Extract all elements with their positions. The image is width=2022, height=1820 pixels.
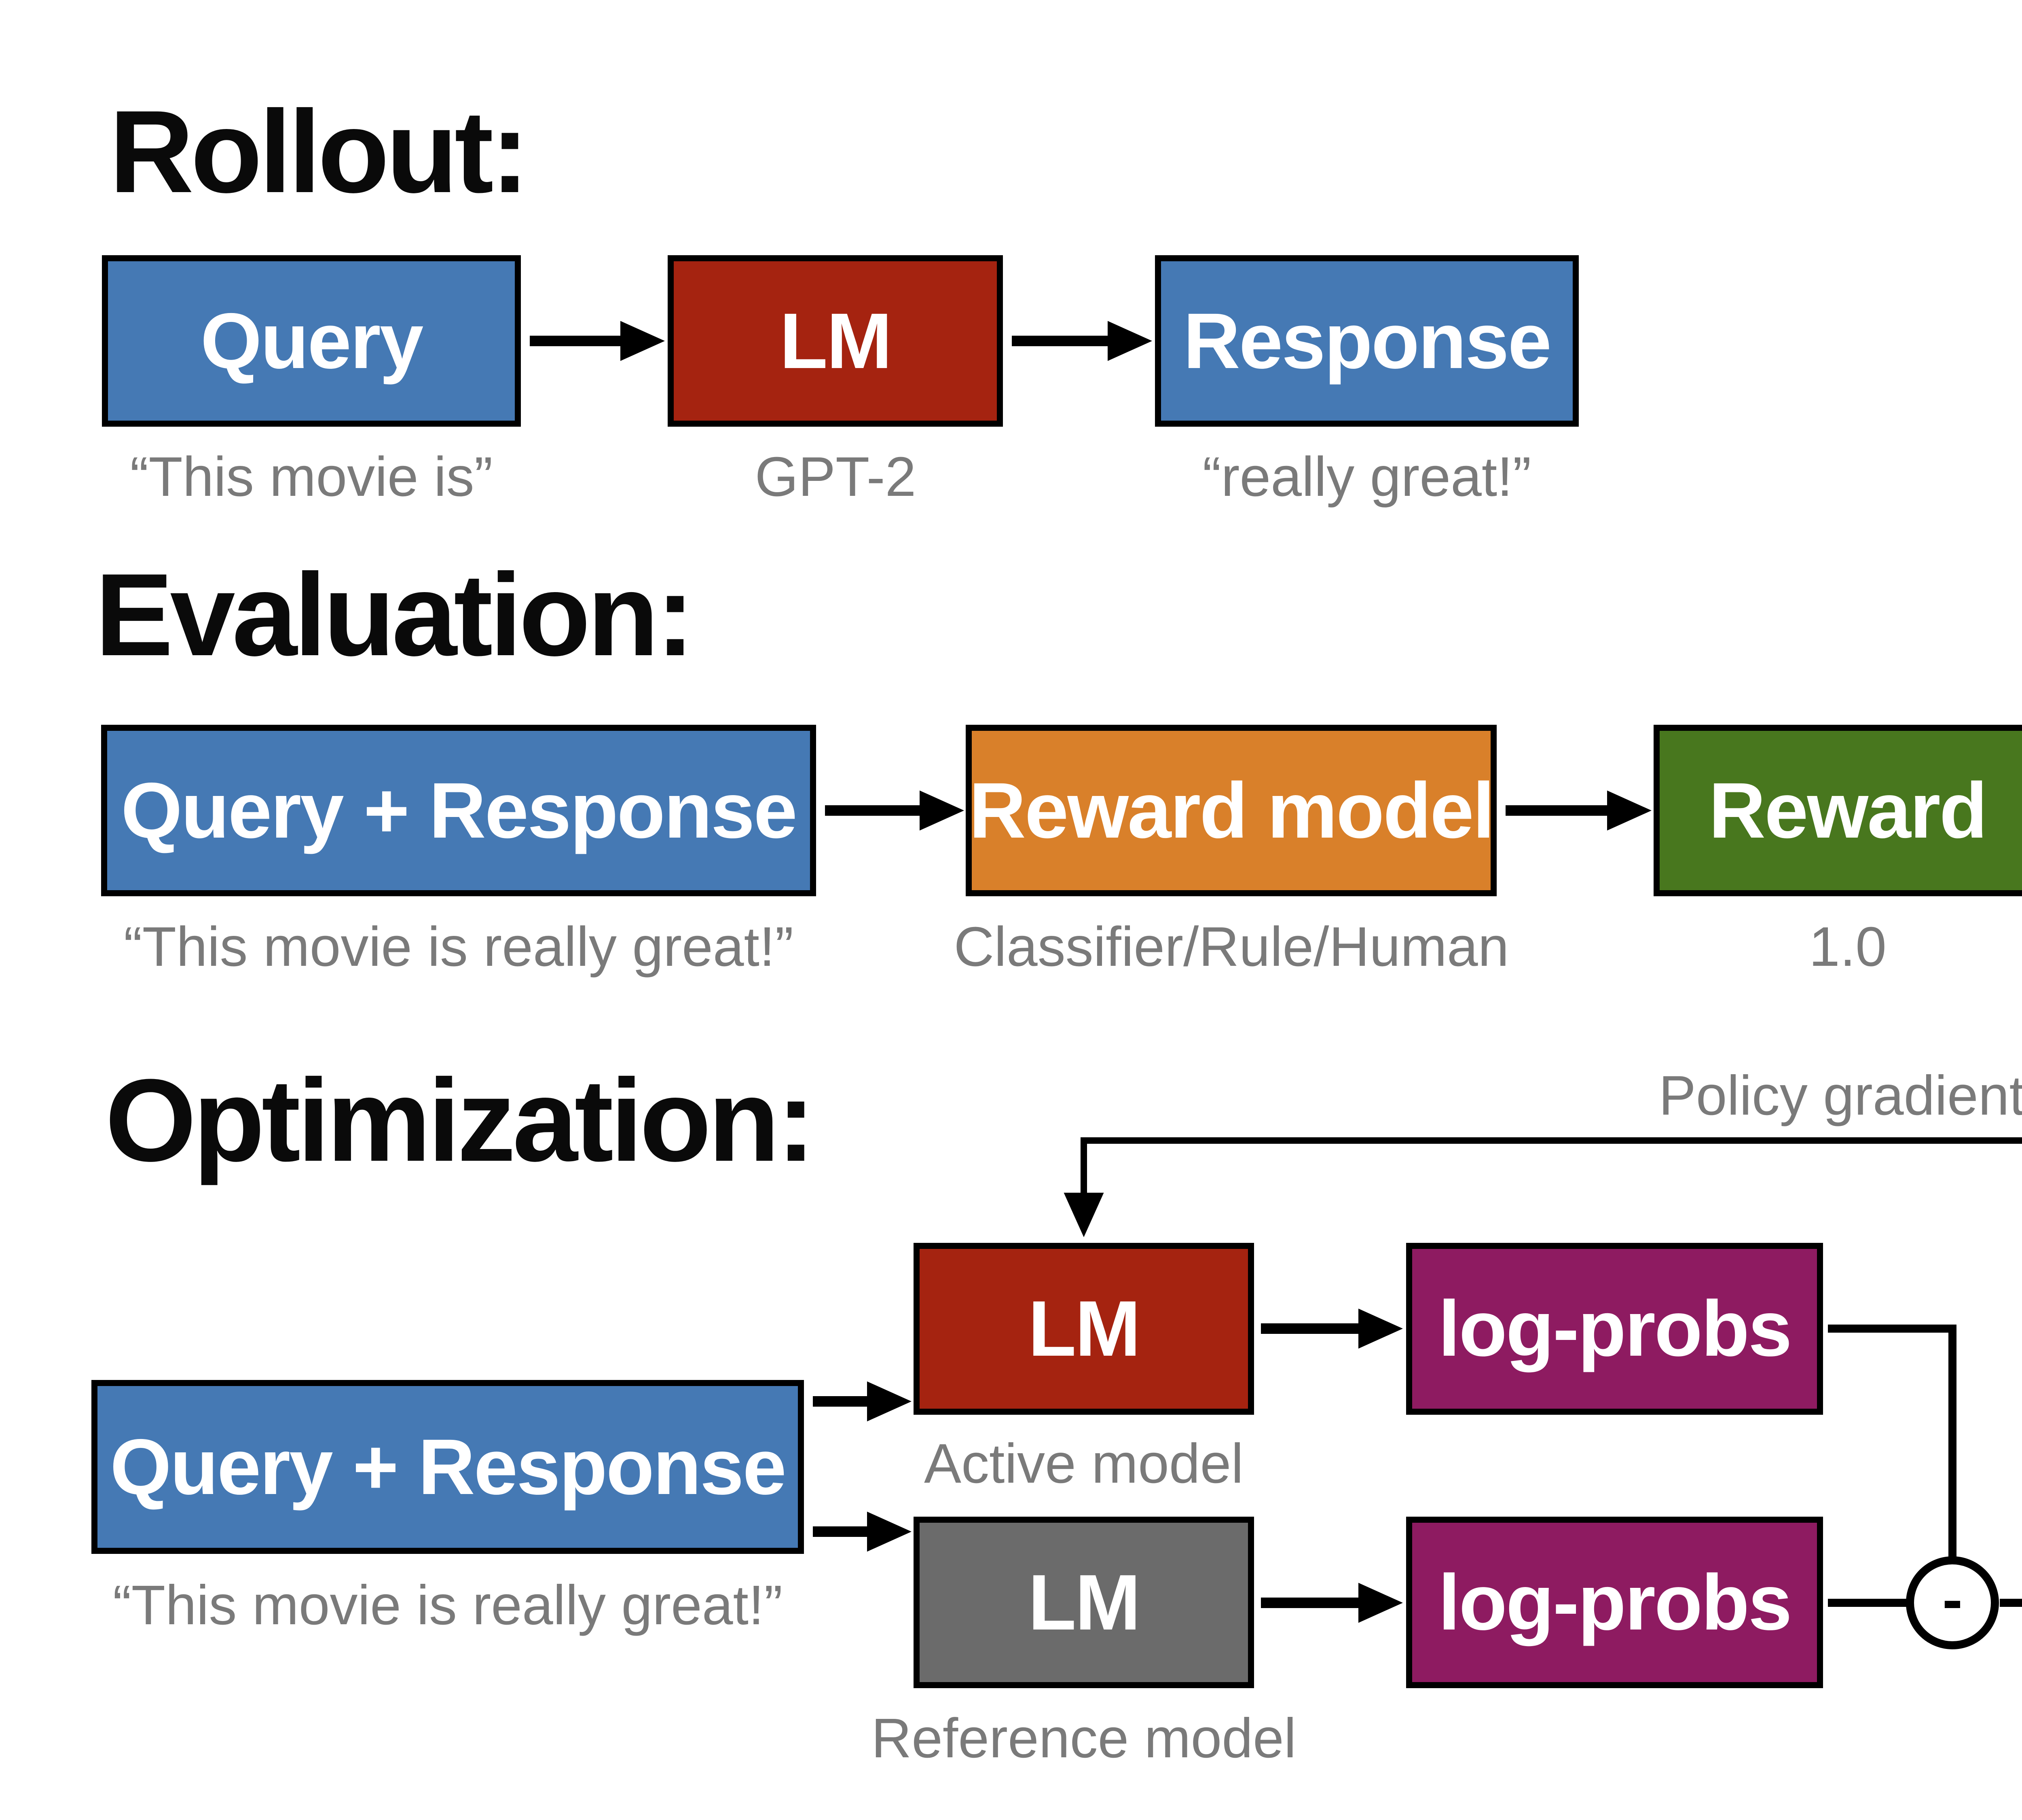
optimization-heading: Optimization: <box>105 1055 816 1186</box>
lm-caption: GPT-2 <box>755 446 916 508</box>
query-response-caption: “This movie is really great!” <box>123 916 794 978</box>
policy-gradients-label: Policy gradients optimize model <box>1658 1064 2022 1127</box>
response-box-label: Response <box>1183 296 1552 385</box>
feedback-arrow-ppo-to-active-lm <box>1064 1137 2022 1237</box>
reference-lm-box: LM <box>914 1517 1254 1688</box>
query-caption: “This movie is” <box>130 446 493 508</box>
opt-query-response-caption: “This movie is really great!” <box>112 1574 783 1636</box>
active-lm-caption: Active model <box>924 1433 1244 1495</box>
opt-query-response-box: Query + Response <box>91 1380 804 1554</box>
reference-lm-caption: Reference model <box>871 1707 1297 1769</box>
query-box-label: Query <box>200 296 424 385</box>
lm-box: LM <box>668 255 1003 427</box>
minus-operator-node: - <box>1906 1556 1999 1649</box>
reference-logprobs-box-label: log-probs <box>1438 1558 1792 1646</box>
active-logprobs-box: log-probs <box>1406 1243 1823 1415</box>
reward-model-caption: Classifier/Rule/Human <box>954 916 1509 978</box>
response-caption: “really great!” <box>1202 446 1531 508</box>
response-box: Response <box>1155 255 1579 427</box>
lm-box-label: LM <box>779 296 893 385</box>
reward-model-box: Reward model <box>966 725 1497 896</box>
query-box: Query <box>102 255 521 427</box>
reference-lm-box-label: LM <box>1028 1558 1141 1646</box>
minus-operator-glyph: - <box>1942 1565 1963 1633</box>
active-lm-box-label: LM <box>1028 1285 1141 1373</box>
line-active-logprobs-to-minus <box>1828 1325 1956 1561</box>
reward-value-caption: 1.0 <box>1809 916 1887 978</box>
reward-model-box-label: Reward model <box>969 766 1495 855</box>
reward-box: Reward <box>1654 725 2022 896</box>
query-response-box-label: Query + Response <box>121 766 797 855</box>
opt-query-response-box-label: Query + Response <box>110 1422 787 1511</box>
query-response-box: Query + Response <box>101 725 816 896</box>
active-lm-box: LM <box>914 1243 1254 1415</box>
reward-box-label: Reward <box>1709 766 1987 855</box>
evaluation-heading: Evaluation: <box>95 549 695 680</box>
reference-logprobs-box: log-probs <box>1406 1517 1823 1688</box>
active-logprobs-box-label: log-probs <box>1438 1285 1792 1373</box>
rollout-heading: Rollout: <box>109 86 529 217</box>
